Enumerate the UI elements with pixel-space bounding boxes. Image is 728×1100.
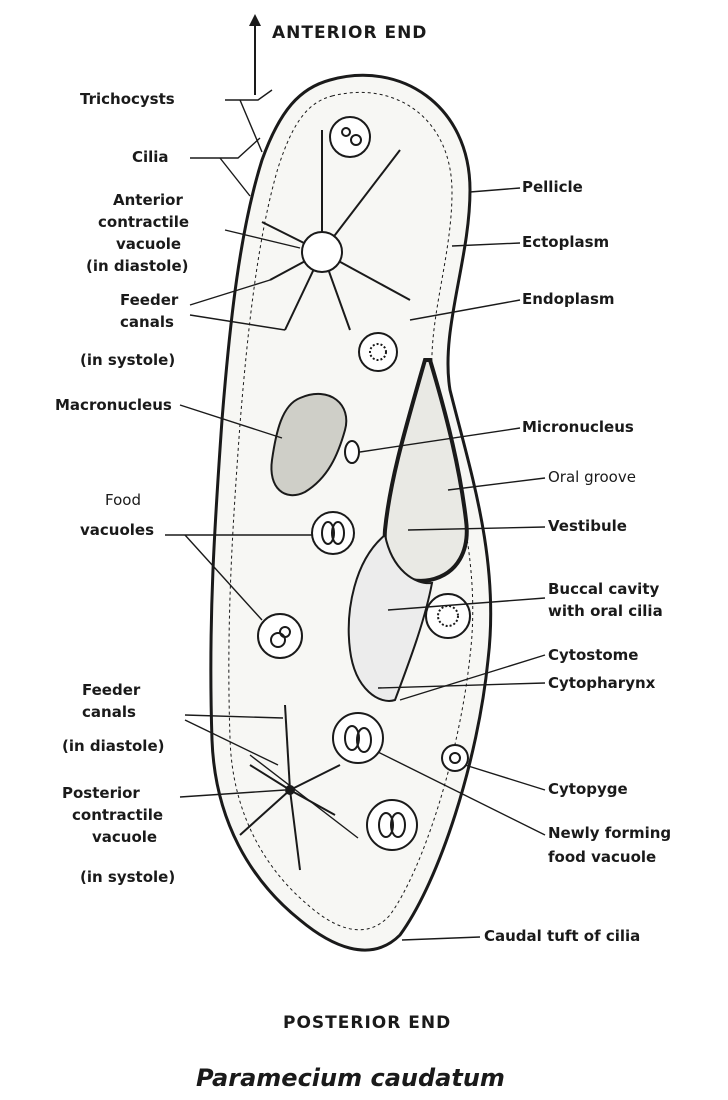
label-posterior-cv-1: Posterior bbox=[62, 784, 140, 802]
label-posterior-cv-3: vacuole bbox=[92, 828, 157, 846]
label-caudal-tuft: Caudal tuft of cilia bbox=[484, 927, 640, 945]
label-pellicle: Pellicle bbox=[522, 178, 583, 196]
label-newly-forming-2: food vacuole bbox=[548, 848, 656, 866]
posterior-end-label: POSTERIOR END bbox=[283, 1013, 451, 1033]
label-anterior-cv-3: vacuole bbox=[116, 235, 181, 253]
label-cytostome: Cytostome bbox=[548, 646, 638, 664]
anterior-end-label: ANTERIOR END bbox=[272, 23, 427, 43]
label-feeder-systole-2: canals bbox=[120, 313, 174, 331]
micronucleus bbox=[345, 441, 359, 463]
label-micronucleus: Micronucleus bbox=[522, 418, 634, 436]
food-vacuole bbox=[312, 512, 354, 554]
label-newly-forming-1: Newly forming bbox=[548, 824, 671, 842]
food-vacuole bbox=[258, 614, 302, 658]
label-feeder-diastole-3: (in diastole) bbox=[62, 737, 164, 755]
label-food-vacuoles-1: Food bbox=[105, 491, 141, 509]
label-food-vacuoles-2: vacuoles bbox=[80, 521, 154, 539]
label-buccal-cavity-1: Buccal cavity bbox=[548, 580, 659, 598]
diagram-caption: Paramecium caudatum bbox=[196, 1064, 505, 1092]
label-anterior-cv-1: Anterior bbox=[113, 191, 183, 209]
cytopyge bbox=[442, 745, 468, 771]
food-vacuole bbox=[359, 333, 397, 371]
label-buccal-cavity-2: with oral cilia bbox=[548, 602, 663, 620]
label-posterior-cv-4: (in systole) bbox=[80, 868, 175, 886]
label-cytopharynx: Cytopharynx bbox=[548, 674, 656, 692]
label-feeder-diastole-1: Feeder bbox=[82, 681, 141, 699]
label-oral-groove: Oral groove bbox=[548, 468, 636, 486]
label-vestibule: Vestibule bbox=[548, 517, 627, 535]
label-ectoplasm: Ectoplasm bbox=[522, 233, 609, 251]
label-feeder-systole-1: Feeder bbox=[120, 291, 179, 309]
food-vacuole bbox=[330, 117, 370, 157]
label-cilia: Cilia bbox=[132, 148, 169, 166]
anterior-arrow bbox=[249, 14, 261, 95]
label-macronucleus: Macronucleus bbox=[55, 396, 172, 414]
food-vacuole bbox=[367, 800, 417, 850]
label-endoplasm: Endoplasm bbox=[522, 290, 615, 308]
label-feeder-systole-3: (in systole) bbox=[80, 351, 175, 369]
label-cytopyge: Cytopyge bbox=[548, 780, 628, 798]
label-anterior-cv-4: (in diastole) bbox=[86, 257, 188, 275]
label-posterior-cv-2: contractile bbox=[72, 806, 163, 824]
newly-forming-food-vacuole bbox=[333, 713, 383, 763]
label-anterior-cv-2: contractile bbox=[98, 213, 189, 231]
food-vacuole bbox=[426, 594, 470, 638]
label-feeder-diastole-2: canals bbox=[82, 703, 136, 721]
label-trichocysts: Trichocysts bbox=[80, 90, 175, 108]
